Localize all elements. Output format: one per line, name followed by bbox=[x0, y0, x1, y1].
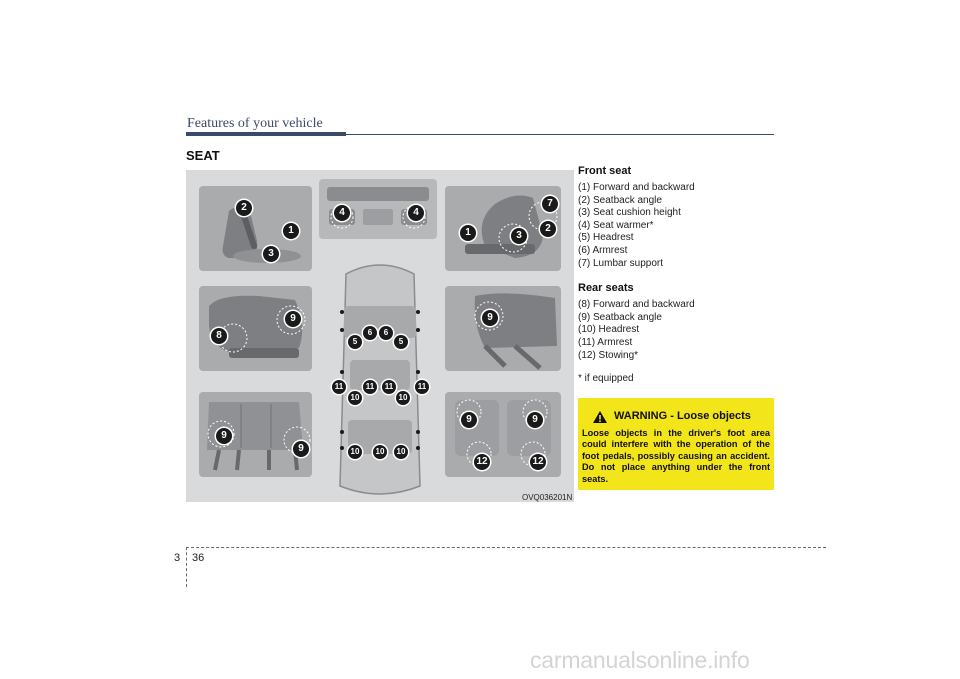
panel-second-row-recline bbox=[445, 286, 561, 371]
badge-11-a: 11 bbox=[332, 380, 346, 394]
badge-1-controls: 1 bbox=[283, 223, 299, 239]
equipped-note: * if equipped bbox=[578, 373, 634, 385]
front-seat-item: (4) Seat warmer* bbox=[578, 219, 654, 231]
vehicle-outline bbox=[339, 264, 421, 495]
badge-10-mid-left: 10 bbox=[348, 391, 362, 405]
badge-10-rear-c: 10 bbox=[394, 445, 408, 459]
header-title: Features of your vehicle bbox=[187, 116, 323, 131]
seat-illustration: 2 1 3 4 4 7 2 3 1 9 8 bbox=[186, 170, 574, 502]
front-seat-item: (3) Seat cushion height bbox=[578, 207, 681, 219]
section-title: SEAT bbox=[186, 148, 220, 163]
header-rule bbox=[346, 134, 774, 135]
warning-header: WARNING - Loose objects bbox=[592, 410, 772, 424]
badge-2-controls: 2 bbox=[236, 200, 252, 216]
warning-body: Loose objects in the driver's foot area … bbox=[582, 428, 770, 484]
rear-seat-item: (8) Forward and backward bbox=[578, 299, 695, 311]
badge-6-left: 6 bbox=[363, 326, 377, 340]
badge-9-second-row: 9 bbox=[285, 311, 301, 327]
badge-11-b: 11 bbox=[363, 380, 377, 394]
badge-10-mid-right: 10 bbox=[396, 391, 410, 405]
badge-3-controls: 3 bbox=[263, 246, 279, 262]
seat-controls-illustration bbox=[222, 207, 301, 263]
rear-seat-item: (12) Stowing* bbox=[578, 349, 639, 361]
footer-vertical-rule bbox=[186, 547, 187, 587]
badge-9-recline: 9 bbox=[482, 310, 498, 326]
warning-title: WARNING - Loose objects bbox=[614, 410, 751, 422]
badge-12-stow-right: 12 bbox=[530, 454, 546, 470]
badge-4-left: 4 bbox=[334, 205, 350, 221]
badge-11-c: 11 bbox=[382, 380, 396, 394]
front-seat-illustration bbox=[465, 195, 558, 258]
second-row-recline-illustration bbox=[474, 293, 557, 370]
badge-10-rear-a: 10 bbox=[348, 445, 362, 459]
footer-rule bbox=[186, 547, 826, 548]
figure-code: OVQ036201N bbox=[522, 493, 573, 502]
rear-seat-item: (9) Seatback angle bbox=[578, 311, 662, 323]
front-seat-item: (5) Headrest bbox=[578, 232, 634, 244]
front-seat-title: Front seat bbox=[578, 165, 632, 177]
badge-7-front: 7 bbox=[542, 196, 558, 212]
second-row-seat-illustration bbox=[209, 295, 306, 358]
badge-5-right: 5 bbox=[394, 335, 408, 349]
badge-9-stow-left: 9 bbox=[461, 412, 477, 428]
badge-12-stow-left: 12 bbox=[474, 454, 490, 470]
rear-seat-item: (11) Armrest bbox=[578, 336, 633, 348]
vehicle-top-view bbox=[332, 256, 428, 502]
badge-2-front: 2 bbox=[540, 221, 556, 237]
rear-seat-item: (10) Headrest bbox=[578, 324, 640, 336]
warning-box: WARNING - Loose objects Loose objects in… bbox=[578, 398, 774, 490]
chapter-number: 3 bbox=[174, 552, 181, 564]
front-seat-item: (2) Seatback angle bbox=[578, 194, 662, 206]
badge-9-bench-left: 9 bbox=[216, 428, 232, 444]
watermark: carmanualsonline.info bbox=[530, 647, 750, 673]
badge-9-stow-right: 9 bbox=[527, 412, 543, 428]
badge-6-right: 6 bbox=[379, 326, 393, 340]
seat-legend: Front seat (1) Forward and backward (2) … bbox=[578, 165, 778, 384]
badge-3-front: 3 bbox=[511, 228, 527, 244]
badge-11-d: 11 bbox=[415, 380, 429, 394]
page-number: 36 bbox=[192, 552, 205, 564]
badge-9-bench-right: 9 bbox=[293, 441, 309, 457]
front-seat-item: (7) Lumbar support bbox=[578, 257, 664, 269]
front-seat-item: (6) Armrest bbox=[578, 244, 628, 256]
badge-10-rear-b: 10 bbox=[373, 445, 387, 459]
badge-8-second-row: 8 bbox=[211, 328, 227, 344]
badge-5-left: 5 bbox=[348, 335, 362, 349]
front-seat-item: (1) Forward and backward bbox=[578, 182, 695, 193]
badge-4-right: 4 bbox=[408, 205, 424, 221]
header-bar bbox=[186, 132, 346, 136]
warning-triangle-icon bbox=[593, 411, 607, 423]
rear-seats-title: Rear seats bbox=[578, 282, 634, 295]
badge-1-front: 1 bbox=[460, 225, 476, 241]
